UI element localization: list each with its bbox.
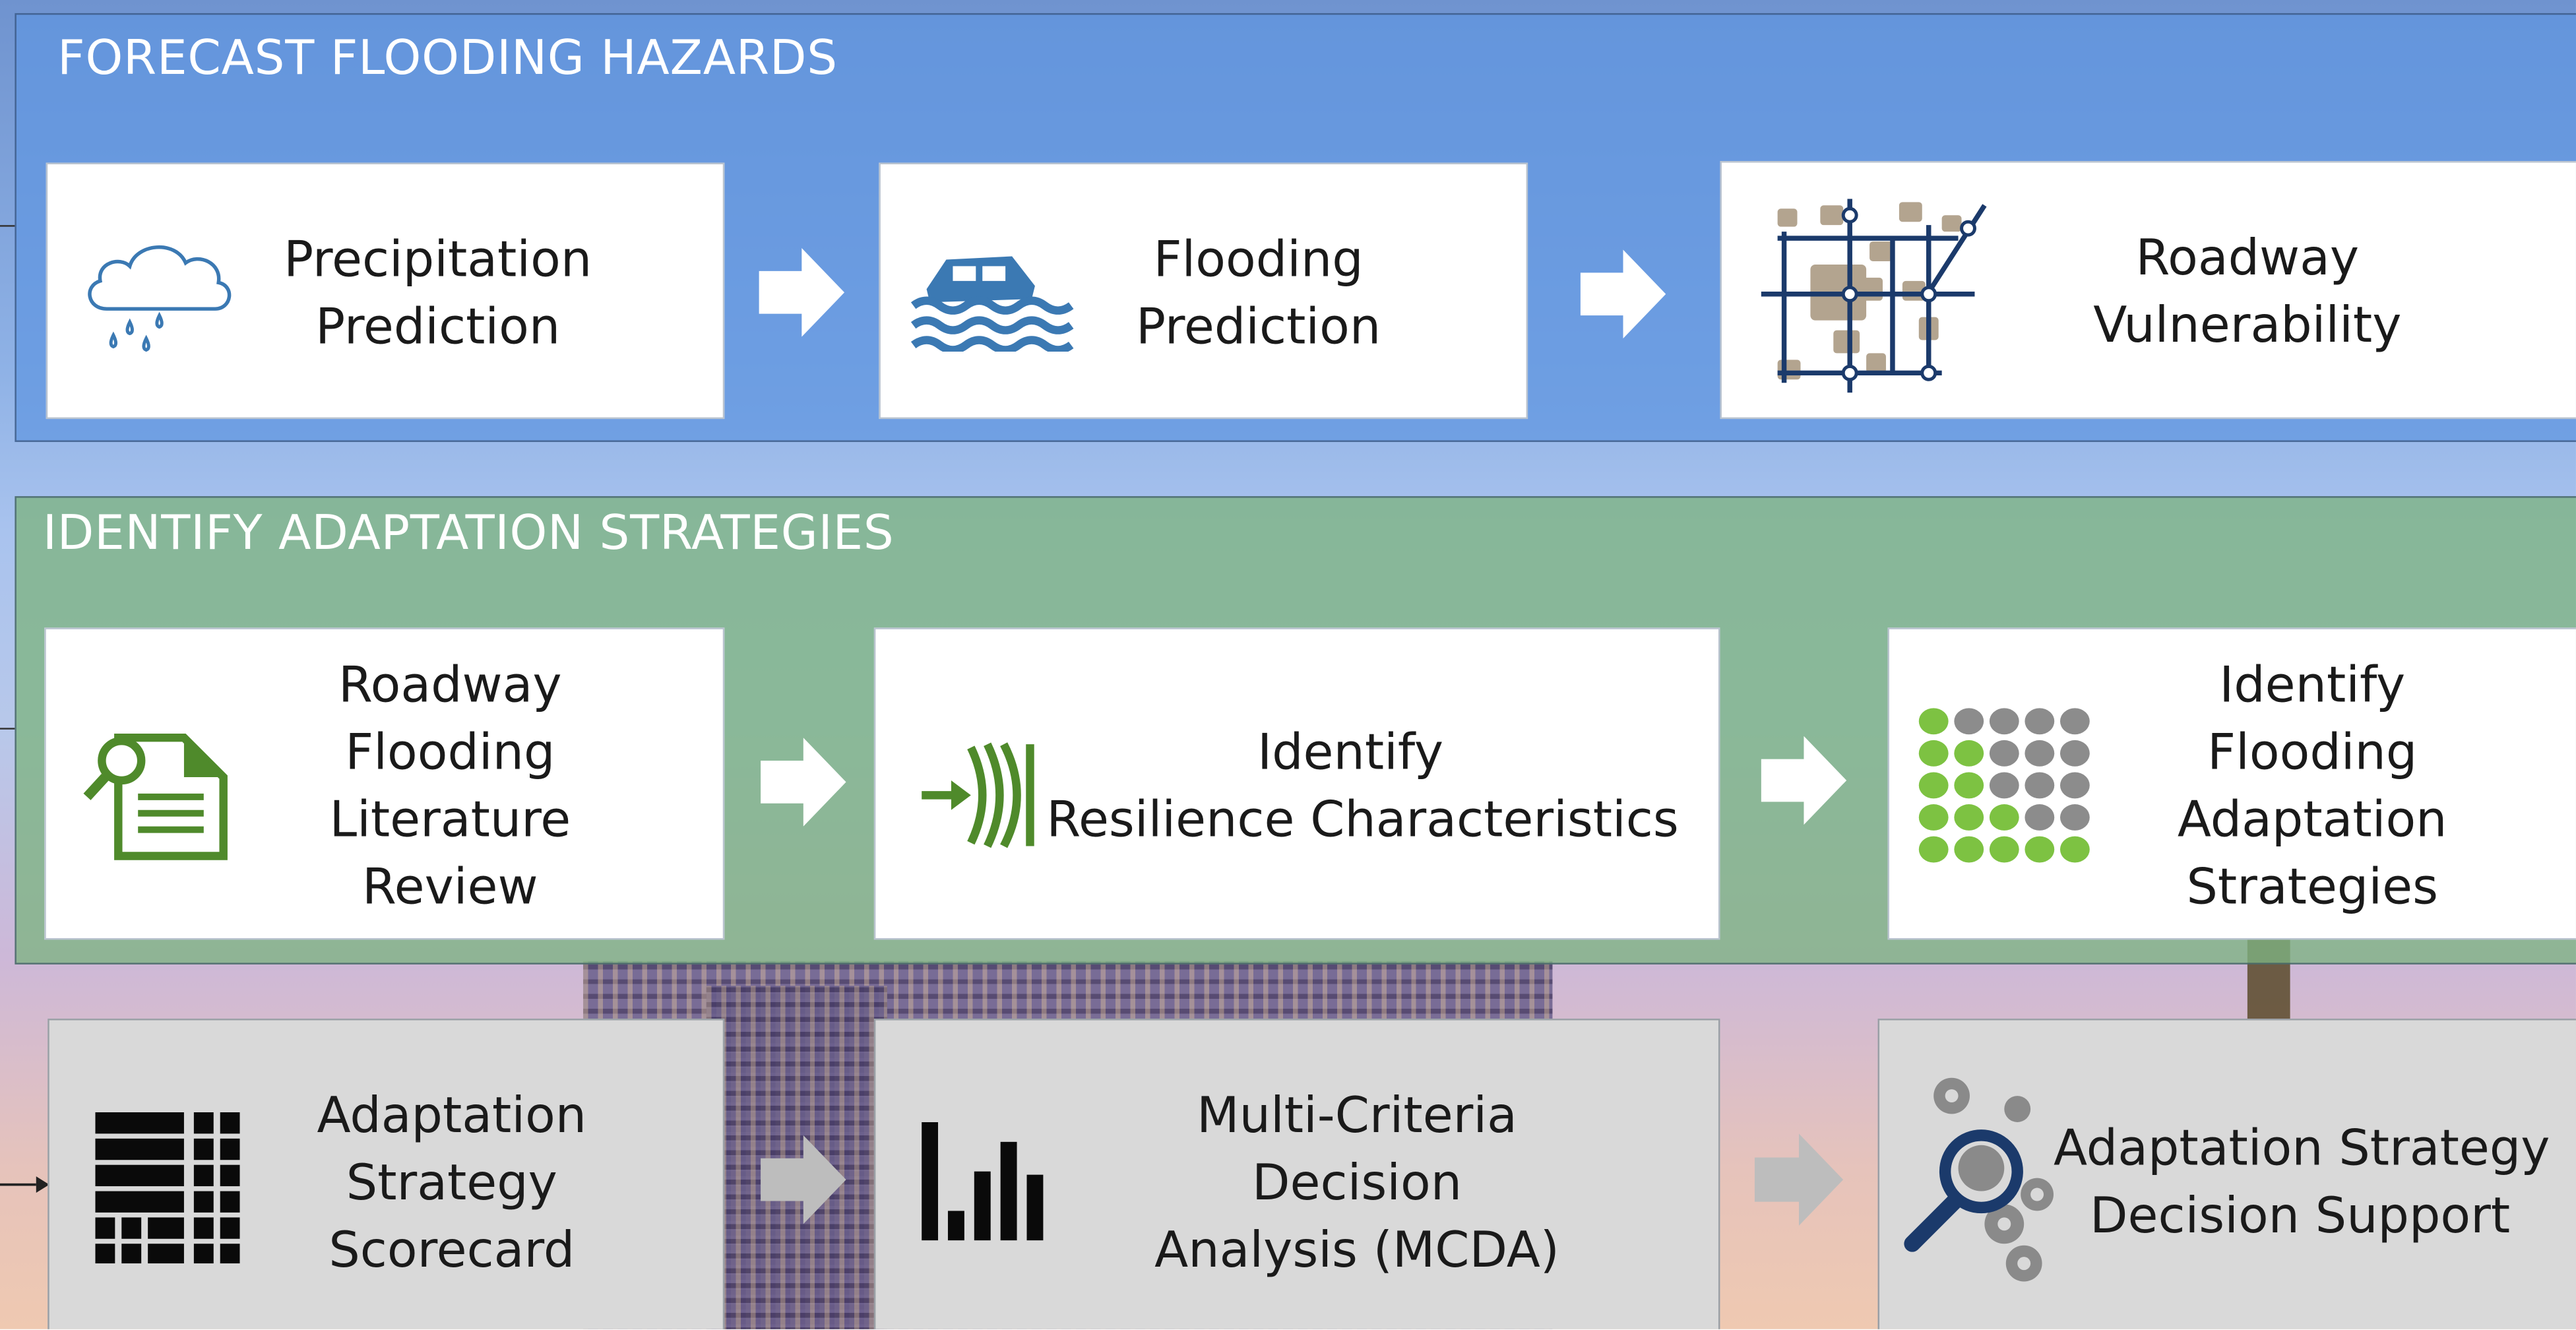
scorecard-grid-icon (95, 1112, 240, 1270)
background-building (706, 986, 887, 1329)
section-title-identify: IDENTIFY ADAPTATION STRATEGIES (42, 504, 895, 561)
step-label-line: Flooding (1153, 232, 1364, 290)
rain-cloud-icon (77, 237, 235, 365)
step-label: Adaptation Strategy Decision Support (2054, 1116, 2550, 1250)
gear-magnifier-icon (1902, 1073, 2067, 1296)
resilience-arrow-icon (922, 741, 1040, 856)
step-label-line: Multi-Criteria (1197, 1087, 1517, 1145)
step-label-line: Prediction (315, 299, 561, 357)
step-label-line: Precipitation (284, 232, 592, 290)
step-label-line: Scorecard (329, 1222, 575, 1281)
step-label-line: Strategy (346, 1155, 557, 1213)
matrix-dot (1989, 836, 2019, 863)
matrix-dot (1918, 804, 1949, 831)
matrix-dot (1989, 708, 2019, 735)
step-label-line: Analysis (MCDA) (1154, 1222, 1559, 1281)
step-identify-resilience: Identify Resilience Characteristics (873, 627, 1720, 940)
matrix-dot (2059, 772, 2090, 799)
step-label-line: Prediction (1136, 299, 1381, 357)
side-connector-line (0, 225, 15, 227)
bar-chart-icon (922, 1122, 1050, 1247)
dot-matrix-icon (1916, 707, 2096, 871)
matrix-dot (1954, 804, 1984, 831)
step-label: Roadway Vulnerability (2067, 225, 2428, 360)
matrix-dot (2025, 708, 2055, 735)
flow-arrow-icon (1761, 736, 1847, 831)
step-label-line: Roadway (2135, 230, 2360, 288)
step-label: Precipitation Prediction (278, 227, 598, 362)
step-label: Multi-Criteria Decision Analysis (MCDA) (1135, 1083, 1579, 1284)
step-label: Adaptation Strategy Scorecard (288, 1083, 616, 1284)
matrix-dot (1918, 740, 1949, 767)
step-label-line: Adaptation Strategy (2054, 1120, 2550, 1178)
matrix-dot (1954, 708, 1984, 735)
step-label-line: Strategies (2186, 859, 2439, 917)
matrix-dot (2059, 836, 2090, 863)
step-roadway-vulnerability: Roadway Vulnerability (1720, 161, 2576, 420)
matrix-dot (1918, 708, 1949, 735)
matrix-dot (1918, 836, 1949, 863)
step-label: Flooding Prediction (1094, 227, 1423, 362)
section-title-forecast: FORECAST FLOODING HAZARDS (57, 29, 838, 86)
step-label-line: Identify (1257, 724, 1444, 782)
step-label-line: Identify (2219, 657, 2406, 715)
flow-arrow-icon (1754, 1133, 1844, 1232)
matrix-dot (1918, 772, 1949, 799)
step-label-line: Decision (1251, 1155, 1462, 1213)
flow-arrow-icon (759, 248, 845, 343)
matrix-dot (2025, 740, 2055, 767)
flow-arrow-icon (761, 738, 846, 833)
flow-arrow-icon (1580, 249, 1666, 345)
step-label-line: Literature (329, 792, 571, 850)
matrix-dot (2025, 804, 2055, 831)
matrix-dot (2059, 708, 2090, 735)
matrix-dot (1989, 804, 2019, 831)
side-arrow-icon (0, 1170, 49, 1201)
step-label: Identify Flooding Adaptation Strategies (2152, 652, 2472, 922)
step-adaptation-strategy-scorecard: Adaptation Strategy Scorecard (47, 1019, 725, 1329)
step-precipitation-prediction: Precipitation Prediction (46, 162, 725, 420)
matrix-dot (1954, 740, 1984, 767)
step-literature-review: Roadway Flooding Literature Review (44, 627, 725, 940)
side-connector-line (0, 728, 15, 730)
matrix-dot (1989, 740, 2019, 767)
step-label-line: Resilience Characteristics (1046, 792, 1679, 850)
flow-arrow-icon (761, 1133, 846, 1232)
step-identify-adaptation-strategies: Identify Flooding Adaptation Strategies (1887, 627, 2576, 940)
step-label-line: Flooding (2207, 724, 2418, 782)
step-label: Roadway Flooding Literature Review (292, 652, 608, 922)
step-mcda: Multi-Criteria Decision Analysis (MCDA) (873, 1019, 1720, 1329)
step-label-line: Review (362, 859, 538, 917)
step-flooding-prediction: Flooding Prediction (879, 162, 1528, 420)
matrix-dot (2025, 836, 2055, 863)
matrix-dot (1954, 772, 1984, 799)
matrix-dot (2059, 740, 2090, 767)
step-label-line: Vulnerability (2093, 297, 2402, 355)
matrix-dot (1954, 836, 1984, 863)
matrix-dot (2025, 772, 2055, 799)
document-search-icon (82, 728, 230, 869)
matrix-dot (2059, 804, 2090, 831)
step-label-line: Adaptation (2177, 792, 2447, 850)
road-network-map-icon (1761, 199, 1995, 399)
step-label-line: Adaptation (317, 1087, 587, 1145)
step-label-line: Flooding (345, 724, 555, 782)
matrix-dot (1989, 772, 2019, 799)
step-label-line: Roadway (338, 657, 562, 715)
step-label-line: Decision Support (2089, 1188, 2511, 1246)
step-decision-support: Adaptation Strategy Decision Support (1877, 1019, 2576, 1329)
step-label: Identify Resilience Characteristics (1046, 720, 1679, 854)
submerged-car-icon (910, 250, 1075, 358)
